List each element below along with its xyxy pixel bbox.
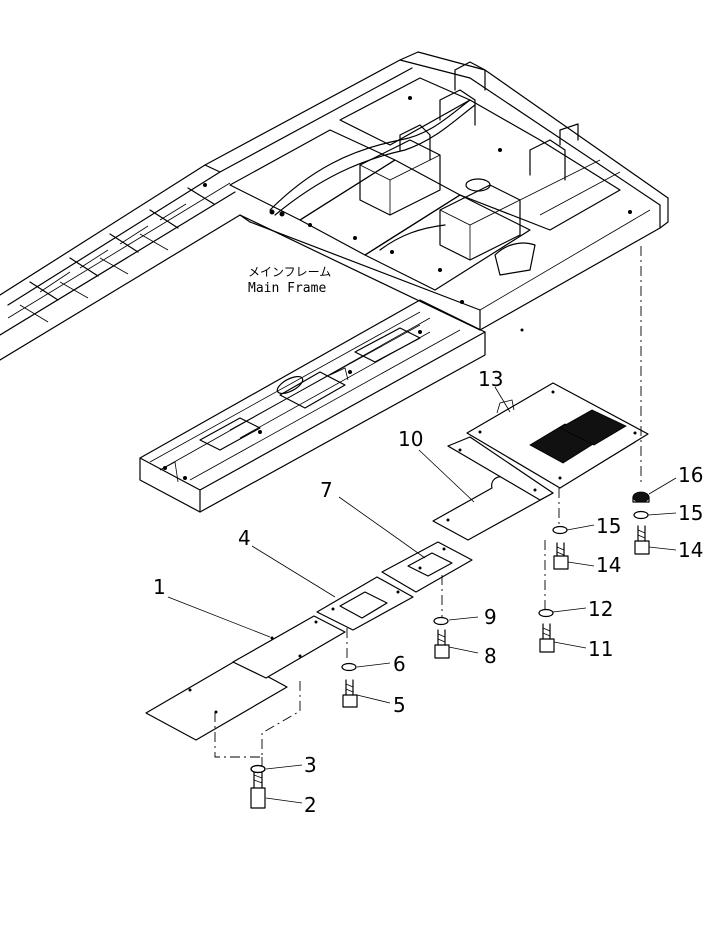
frame-bolts: [163, 96, 632, 480]
assembly-lines: [214, 246, 642, 768]
callout-2: 2: [304, 793, 317, 817]
callout-14a: 14: [596, 553, 621, 577]
bolt-14a: [553, 542, 569, 570]
plate-4: [316, 576, 414, 631]
callout-5: 5: [393, 693, 406, 717]
callout-11: 11: [588, 637, 613, 661]
nut-16: [632, 491, 650, 503]
callout-14b: 14: [678, 538, 703, 562]
callout-10: 10: [398, 427, 423, 451]
callout-6: 6: [393, 652, 406, 676]
plate-7: [381, 541, 473, 593]
bolt-8: [434, 629, 450, 659]
leader-lines: [167, 386, 677, 804]
callout-16: 16: [678, 463, 703, 487]
main-frame: [0, 51, 669, 513]
cover-plate-13: [466, 382, 649, 489]
callout-9: 9: [484, 605, 497, 629]
callout-4: 4: [238, 526, 251, 550]
callout-numbers: 1 2 3 4 5 6 7 8 9 10 11 12 13 14 15 14 1…: [153, 367, 703, 817]
washer-3: [250, 764, 266, 774]
frame-label-japanese: メインフレーム: [248, 265, 331, 279]
washer-9: [433, 616, 449, 626]
plate-10: [432, 436, 554, 541]
bolt-11: [539, 623, 555, 653]
callout-12: 12: [588, 597, 613, 621]
frame-label-english: Main Frame: [248, 281, 326, 296]
callout-15b: 15: [678, 501, 703, 525]
washer-6: [341, 662, 357, 672]
callout-15a: 15: [596, 514, 621, 538]
callout-7: 7: [320, 478, 333, 502]
callout-3: 3: [304, 753, 317, 777]
callout-1: 1: [153, 575, 166, 599]
washer-12: [538, 608, 554, 618]
washer-15a: [552, 525, 568, 535]
bolt-5: [342, 679, 358, 708]
callout-8: 8: [484, 644, 497, 668]
bolt-14b: [634, 525, 650, 555]
plate-1: [145, 615, 346, 741]
washer-15b: [633, 510, 649, 520]
callout-13: 13: [478, 367, 503, 391]
